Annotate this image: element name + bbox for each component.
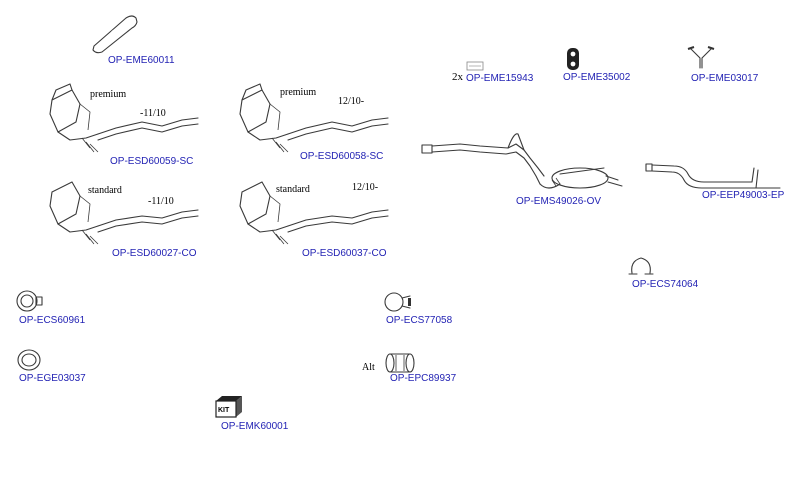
part-code-ems49026[interactable]: OP-EMS49026-OV <box>516 196 602 207</box>
part-code-epc89937[interactable]: OP-EPC89937 <box>390 373 457 384</box>
year-range-label: -11/10 <box>140 108 166 119</box>
catalytic-converter-icon[interactable] <box>42 178 202 248</box>
part-code-eme15943[interactable]: OP-EME15943 <box>466 73 534 84</box>
kit-box-icon[interactable] <box>214 395 244 419</box>
u-clamp-icon[interactable] <box>382 290 412 314</box>
part-code-eme03017[interactable]: OP-EME03017 <box>691 73 759 84</box>
gasket-ring-icon[interactable] <box>16 348 42 372</box>
part-code-esd60027[interactable]: OP-ESD60027-CO <box>112 248 197 259</box>
part-code-ecs77058[interactable]: OP-ECS77058 <box>386 315 453 326</box>
variant-label: standard <box>276 184 310 195</box>
year-range-label: 12/10- <box>338 96 365 107</box>
pipe-connector-icon[interactable] <box>384 352 416 374</box>
part-code-eme35002[interactable]: OP-EME35002 <box>563 72 631 83</box>
part-code-eep49003[interactable]: OP-EEP49003-EP <box>702 190 785 201</box>
part-code-emk60001[interactable]: OP-EMK60001 <box>221 421 289 432</box>
variant-label: premium <box>280 87 317 98</box>
year-range-label: 12/10- <box>352 182 379 193</box>
variant-label: standard <box>88 185 122 196</box>
part-code-esd60059[interactable]: OP-ESD60059-SC <box>110 156 194 167</box>
part-code-esd60058[interactable]: OP-ESD60058-SC <box>300 151 384 162</box>
part-code-ege03037[interactable]: OP-EGE03037 <box>19 373 86 384</box>
rear-silencer-icon[interactable] <box>420 128 630 198</box>
y-bracket-icon[interactable] <box>686 46 716 70</box>
part-code-ecs60961[interactable]: OP-ECS60961 <box>19 315 86 326</box>
catalytic-converter-icon[interactable] <box>42 82 202 162</box>
tail-pipe-icon[interactable] <box>644 160 784 194</box>
catalytic-converter-icon[interactable] <box>232 178 392 248</box>
alternative-label: Alt <box>362 362 375 373</box>
quantity-label: 2x <box>452 71 463 83</box>
hanger-bracket-icon[interactable] <box>466 60 484 72</box>
part-code-esd60037[interactable]: OP-ESD60037-CO <box>302 248 387 259</box>
catalytic-converter-icon[interactable] <box>232 82 392 162</box>
mounting-rubber-icon[interactable] <box>90 12 140 54</box>
part-code-eme60011[interactable]: OP-EME60011 <box>108 55 175 66</box>
kit-label: KIT <box>218 407 230 414</box>
pipe-clamp-icon[interactable] <box>628 255 654 277</box>
band-clamp-icon[interactable] <box>14 288 44 314</box>
variant-label: premium <box>90 89 127 100</box>
part-code-ecs74064[interactable]: OP-ECS74064 <box>632 279 699 290</box>
rubber-hanger-icon[interactable] <box>566 47 580 71</box>
year-range-label: -11/10 <box>148 196 174 207</box>
